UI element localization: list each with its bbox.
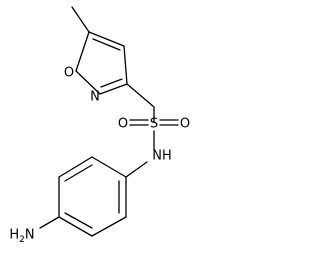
- bond-c3-n-inner: [100, 78, 123, 88]
- bond-ring-4: [58, 216, 93, 237]
- molecule-diagram: O N S O O NH H2N: [9, 6, 190, 246]
- ring-nitrogen-label: N: [90, 90, 100, 105]
- bond-ring-2: [58, 156, 93, 178]
- bond-ring-1: [91, 156, 127, 178]
- sulfur-label: S: [150, 117, 158, 132]
- sulfonyl-oxygen-left-label: O: [118, 117, 128, 132]
- bond-ring-amine: [39, 216, 60, 229]
- bond-o-c5: [75, 31, 90, 72]
- bond-ring-5: [91, 216, 127, 237]
- bond-ring-2-inner: [64, 164, 93, 182]
- bond-nh-ring: [125, 161, 148, 178]
- sulfonamide-nh-label: NH: [152, 149, 172, 164]
- bond-c3-n: [99, 83, 128, 95]
- amine-label: H2N: [9, 228, 34, 246]
- structure-canvas: O N S O O NH H2N: [9, 6, 191, 246]
- bond-c5-c4-inner: [92, 38, 121, 51]
- sulfonyl-oxygen-right-label: O: [180, 117, 190, 132]
- ring-oxygen-label: O: [64, 66, 74, 81]
- amine-subscript: 2: [19, 235, 25, 245]
- bond-ring-4-inner: [64, 212, 93, 229]
- bond-c3-ch2: [126, 83, 155, 108]
- bond-methyl: [71, 6, 90, 33]
- bond-c5-c4: [88, 31, 125, 47]
- bond-c4-c3: [123, 45, 128, 85]
- bond-n-o: [75, 70, 101, 95]
